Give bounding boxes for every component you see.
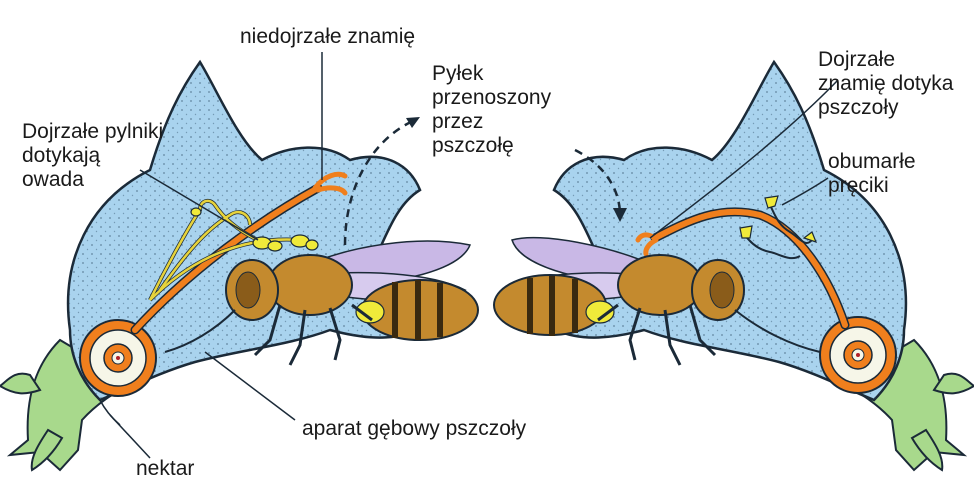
label-pollen-transfer: Pyłek przenoszony przez pszczołę: [432, 62, 551, 158]
label-nectar: nektar: [136, 457, 194, 481]
label-bee-mouthparts: aparat gębowy pszczoły: [302, 417, 526, 441]
label-mature-anthers: Dojrzałe pylniki dotykają owada: [22, 120, 163, 192]
leader-mouthparts-left: [205, 352, 295, 420]
leader-nectar: [110, 415, 150, 458]
label-immature-stigma: niedojrzałe znamię: [240, 25, 415, 49]
left-nectar-line: [100, 400, 120, 425]
label-dead-stamens: obumarłe pręciki: [828, 150, 916, 198]
label-mature-stigma: Dojrzałe znamię dotyka pszczoły: [818, 48, 953, 120]
